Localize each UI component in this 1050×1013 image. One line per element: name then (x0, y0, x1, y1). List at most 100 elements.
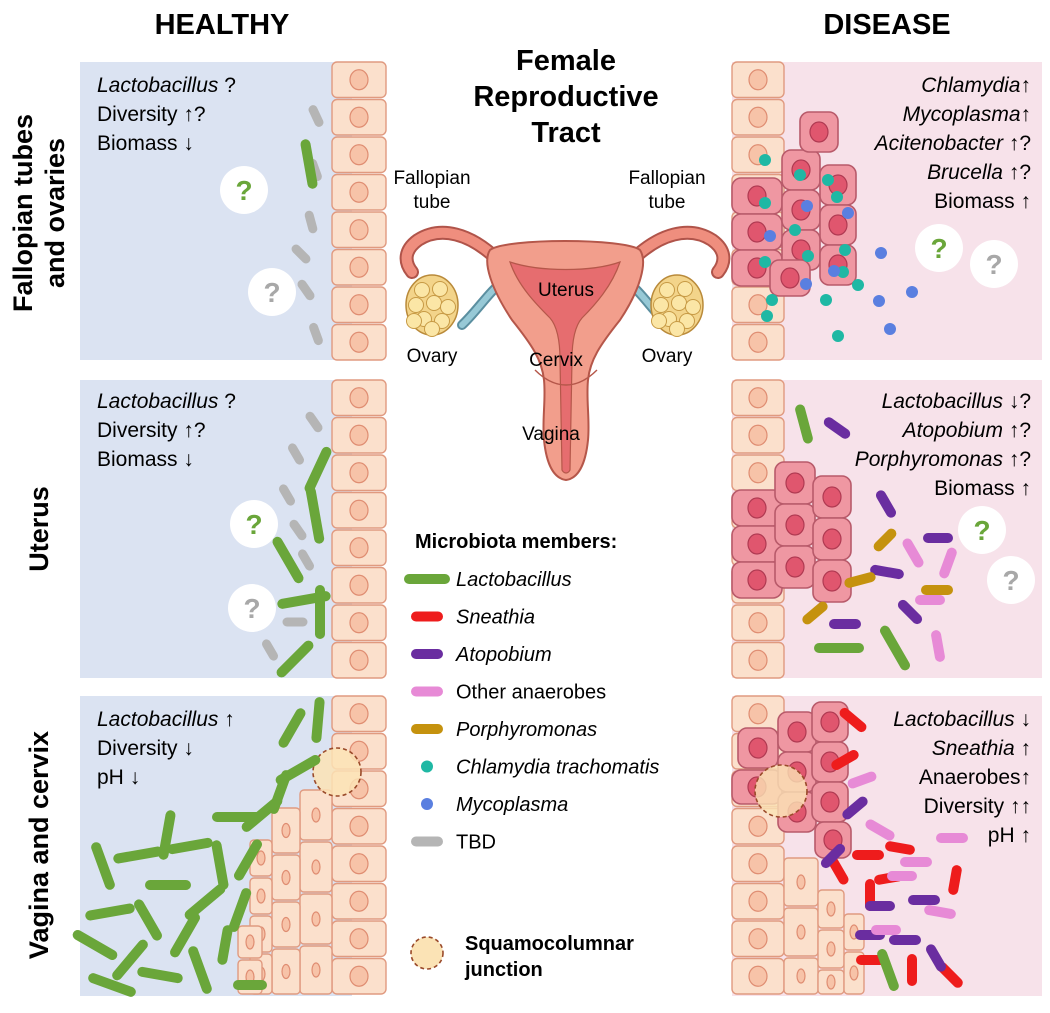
label-vagina: Vagina (522, 424, 580, 445)
lactobacillus-bacterium (304, 446, 332, 494)
lactobacillus-bacterium (137, 966, 183, 984)
tbd-bacterium (289, 519, 307, 541)
lactobacillus-bacterium (188, 946, 212, 994)
squamous-nucleus (826, 974, 836, 990)
healthy-uterus-note-trend: ? (218, 390, 236, 413)
legend-label: Mycoplasma (456, 794, 568, 816)
tbd-bacterium (262, 639, 278, 661)
center-title-line1: Female (516, 45, 616, 77)
diseased-nucleus (822, 486, 842, 508)
porphyromonas-bacterium (802, 601, 828, 625)
ovary-follicle (653, 297, 669, 313)
reproductive-tract-illustration (399, 225, 731, 482)
healthy-uterus-note-name: Lactobacillus (97, 390, 219, 413)
mycoplasma-bacterium (842, 207, 854, 219)
disease-vagina-nucleus (748, 928, 768, 950)
lactobacillus-bacterium (795, 404, 813, 444)
disease-uterus-note-trend: ↑? (1003, 448, 1031, 471)
legend-title: Microbiota members: (415, 531, 617, 553)
healthy-fallopian-note-name: Diversity (97, 103, 178, 126)
legend-label: Atopobium (455, 644, 552, 666)
legend-label: Other anaerobes (456, 682, 606, 704)
disease-vagina-note-trend: ↑↑ (1004, 795, 1031, 818)
porphyromonas-bacterium (844, 572, 876, 588)
mycoplasma-bacterium (884, 323, 896, 335)
ovary-follicle (408, 297, 424, 313)
healthy-vagina-note-line: Lactobacillus ↑ (97, 708, 235, 731)
ovary-follicle (677, 281, 693, 297)
healthy-fallopian-nucleus (349, 144, 369, 166)
diseased-nucleus (785, 514, 805, 536)
legend-swatch (421, 760, 433, 773)
sneathia-bacterium (831, 750, 859, 770)
disease-fallopian-note-line: Acitenobacter ↑? (873, 132, 1031, 155)
label-ovary-right: Ovary (642, 346, 693, 367)
healthy-uterus-nucleus (349, 537, 369, 559)
disease-uterus-nucleus (748, 462, 768, 484)
diseased-nucleus (820, 791, 840, 813)
tbd-bacterium (309, 322, 323, 346)
tbd-bacterium (304, 210, 318, 234)
question-mark-icon: ? (235, 175, 252, 206)
diseased-nucleus (747, 497, 767, 519)
question-mark-icon: ? (985, 249, 1002, 280)
disease-fallopian-note-line: Biomass ↑ (934, 190, 1031, 213)
ovary-follicle (432, 281, 448, 297)
healthy-fallopian-nucleus (349, 256, 369, 278)
porphyromonas-bacterium (873, 528, 897, 552)
question-mark-icon: ? (1002, 565, 1019, 596)
label-fallopian-left-2: tube (414, 192, 451, 213)
lactobacillus-bacterium (217, 925, 233, 965)
disease-fallopian-note-trend: ↑ (1021, 103, 1032, 126)
row-label-fallopian-line1: Fallopian tubes (8, 114, 38, 312)
question-mark-icon: ? (243, 593, 260, 624)
ovary-follicle (651, 313, 667, 329)
healthy-vagina-nucleus (349, 890, 369, 912)
disease-fallopian-note-line: Mycoplasma↑ (903, 103, 1031, 126)
chlamydia-bacterium (839, 244, 851, 256)
label-fallopian-left-1: Fallopian (393, 168, 470, 189)
chlamydia-bacterium (761, 310, 773, 322)
disease-vagina-note-line: Diversity ↑↑ (924, 795, 1031, 818)
healthy-vagina-note-name: Lactobacillus (97, 708, 219, 731)
healthy-fallopian-note-trend: ? (218, 74, 236, 97)
label-uterus: Uterus (538, 280, 594, 301)
other-anaerobe-bacterium (865, 819, 895, 841)
disease-uterus-note-line: Porphyromonas ↑? (855, 448, 1031, 471)
disease-fallopian-note-name: Chlamydia (921, 74, 1020, 97)
chlamydia-bacterium (837, 266, 849, 278)
diseased-nucleus (822, 528, 842, 550)
uterine-cavity (509, 261, 621, 474)
other-anaerobe-bacterium (847, 771, 877, 789)
ovary-follicle (659, 282, 675, 298)
row-label-fallopian-line2: and ovaries (40, 138, 70, 288)
atopobium-bacterium (820, 843, 846, 869)
disease-uterus-note-line: Atopobium ↑? (901, 419, 1031, 442)
question-mark-icon: ? (263, 277, 280, 308)
diseased-nucleus (747, 533, 767, 555)
squamous-nucleus (256, 850, 266, 866)
disease-uterus-nucleus (748, 387, 768, 409)
question-badge (970, 240, 1018, 288)
healthy-squamous-epithelium (237, 789, 333, 995)
question-badge (248, 268, 296, 316)
sneathia-bacterium (948, 865, 962, 895)
question-marks: ???????? (220, 166, 1035, 632)
healthy-fallopian-note-trend: ↑? (178, 103, 206, 126)
healthy-vagina-note-trend: ↓ (124, 766, 140, 789)
atopobium-bacterium (823, 417, 851, 439)
header-disease: DISEASE (823, 9, 950, 41)
disease-vagina-nucleus (748, 815, 768, 837)
question-mark-icon: ? (245, 509, 262, 540)
lactobacillus-bacterium (305, 486, 325, 544)
ovary-follicle (414, 282, 430, 298)
squamous-nucleus (826, 901, 836, 917)
atopobium-bacterium (842, 796, 868, 820)
lactobacillus-bacterium (278, 708, 306, 748)
lactobacillus-bacterium (91, 842, 115, 890)
disease-fallopian-note-trend: ↑? (1003, 161, 1031, 184)
squamous-nucleus (826, 941, 836, 957)
disease-uterus-note-name: Porphyromonas (855, 448, 1004, 471)
